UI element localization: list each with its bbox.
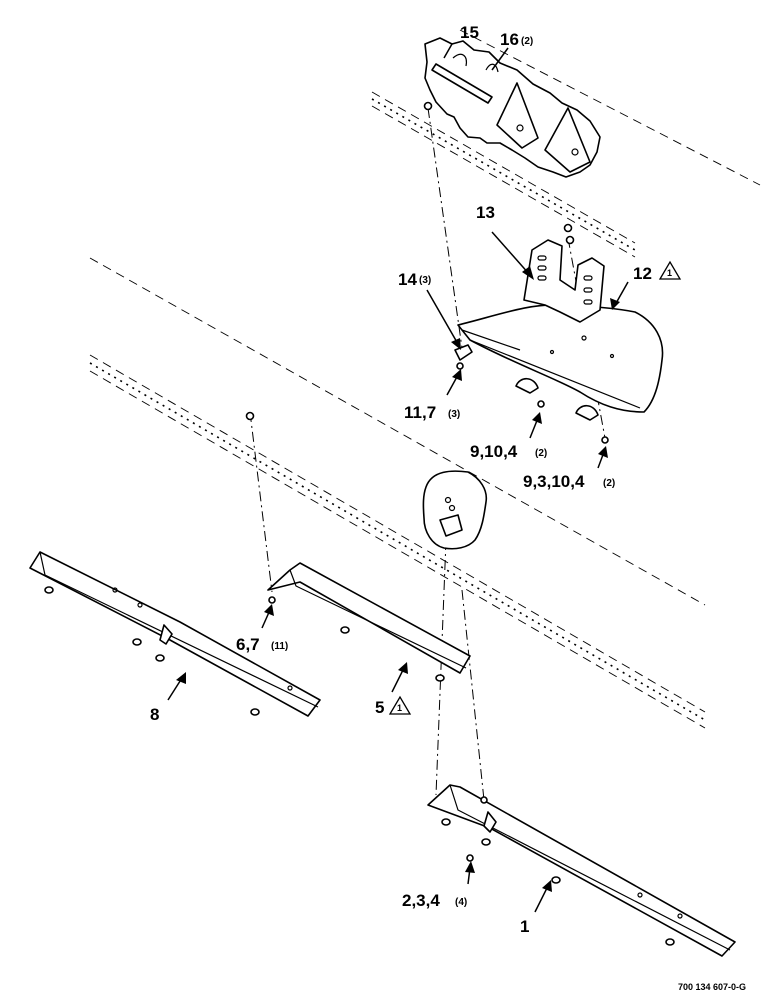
svg-text:(2): (2) <box>521 36 533 47</box>
callout-1: 1 <box>520 917 529 936</box>
wear-strip-5 <box>267 562 471 682</box>
hardware-top <box>245 101 575 421</box>
callout-2-3-4: 2,3,4 (4) <box>402 891 467 910</box>
callout-8: 8 <box>150 705 159 724</box>
wear-strip-8 <box>29 551 321 717</box>
svg-text:(2): (2) <box>603 478 615 489</box>
callout-15: 15 <box>460 23 479 42</box>
svg-text:11,7: 11,7 <box>404 403 436 422</box>
callout-11-7: 11,7 (3) <box>404 403 460 422</box>
svg-text:13: 13 <box>476 203 495 222</box>
callout-13: 13 <box>476 203 495 222</box>
svg-text:(2): (2) <box>535 448 547 459</box>
divider-shoe <box>454 239 664 444</box>
svg-text:8: 8 <box>150 705 159 724</box>
reference-lines <box>89 29 761 729</box>
svg-text:12: 12 <box>633 264 652 283</box>
leader-lines <box>167 43 629 913</box>
svg-text:6,7: 6,7 <box>236 635 260 654</box>
note-triangle-icon <box>388 695 412 715</box>
svg-text:(3): (3) <box>419 275 431 286</box>
svg-text:15: 15 <box>460 23 479 42</box>
svg-text:1: 1 <box>667 268 672 278</box>
callout-14: 14 (3) <box>398 270 431 289</box>
svg-text:1: 1 <box>520 917 529 936</box>
svg-text:14: 14 <box>398 270 417 289</box>
callout-6-7: 6,7 (11) <box>236 635 288 654</box>
svg-text:1: 1 <box>397 703 402 713</box>
callout-9-3-10-4: 9,3,10,4 (2) <box>523 472 615 491</box>
svg-text:16: 16 <box>500 30 519 49</box>
top-detail-cutaway <box>424 37 601 178</box>
callout-12: 12 1 <box>633 260 682 283</box>
svg-text:(3): (3) <box>448 409 460 420</box>
drawing-number: 700 134 607-0-G <box>678 982 746 992</box>
callout-9-10-4: 9,10,4 (2) <box>470 442 547 461</box>
svg-text:5: 5 <box>375 698 384 717</box>
svg-text:2,3,4: 2,3,4 <box>402 891 440 910</box>
svg-text:9,10,4: 9,10,4 <box>470 442 518 461</box>
svg-text:9,3,10,4: 9,3,10,4 <box>523 472 585 491</box>
svg-text:(4): (4) <box>455 897 467 908</box>
wear-strip-1 <box>427 784 736 957</box>
middle-detail-cutaway <box>422 470 488 550</box>
callout-16: 16 (2) <box>500 30 533 49</box>
note-triangle-icon <box>658 260 682 280</box>
svg-text:(11): (11) <box>271 641 288 652</box>
callout-5: 5 1 <box>375 695 412 717</box>
callouts: 15 16 (2) 13 12 1 14 (3) 11,7 (3) 9,10,4… <box>150 23 682 936</box>
